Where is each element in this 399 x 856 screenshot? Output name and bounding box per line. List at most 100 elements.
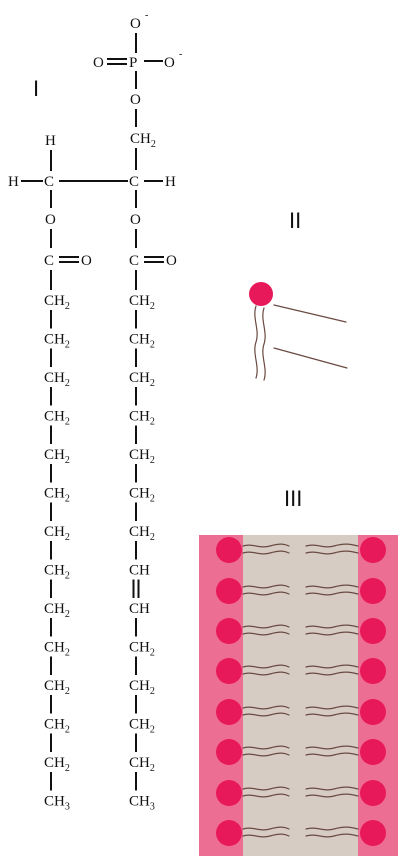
bilayer-tail-right [305, 833, 359, 838]
carbonyl-oxygen-right: O [166, 253, 177, 269]
bilayer-head-left [216, 618, 242, 644]
chain-right-group: CH2 [129, 524, 155, 543]
phosphate-ester-oxygen: O [130, 92, 141, 108]
chain-right-group: CH2 [129, 332, 155, 351]
bilayer-tail-left [242, 786, 290, 791]
chain-left-group: CH2 [44, 409, 70, 428]
bilayer-head-left [216, 578, 242, 604]
bilayer-head-right [360, 537, 386, 563]
bilayer-tail-right [305, 712, 359, 717]
bilayer-tail-left [242, 671, 290, 676]
bilayer-tail-left [242, 624, 290, 629]
carbonyl-carbon-right: C [129, 253, 139, 269]
phosphate-top-charge: - [145, 10, 148, 21]
bilayer-tail-right [305, 752, 359, 757]
bilayer-tail-left [242, 705, 290, 710]
bilayer-tail-right [305, 793, 359, 798]
chain-left-group: CH2 [44, 370, 70, 389]
model-tail-line-lower [273, 347, 348, 369]
glycerol-backbone: CH2 H H C C H O O [8, 131, 176, 248]
chain-left-group: CH2 [44, 755, 70, 774]
bilayer-head-left [216, 780, 242, 806]
carbonyl-groups: C O C O [44, 253, 177, 269]
bilayer-head-right [360, 658, 386, 684]
chain-left-group: CH2 [44, 601, 70, 620]
bilayer-tail-right [305, 705, 359, 710]
label-molecule-model: II [289, 208, 301, 233]
bilayer-tail-left [242, 712, 290, 717]
bilayer-head-right [360, 699, 386, 725]
carbonyl-oxygen-left: O [81, 253, 92, 269]
bilayer-head-left [216, 739, 242, 765]
phosphate-top-oxygen: O [130, 16, 141, 32]
chain-right-group: CH2 [129, 409, 155, 428]
ester-oxygen-left: O [45, 212, 56, 228]
chain-right-group: CH2 [129, 678, 155, 697]
glycerol-right-hydrogen: H [165, 174, 176, 190]
bilayer-tail-right [305, 631, 359, 636]
bilayer-head-left [216, 699, 242, 725]
phosphate-right-charge: - [179, 49, 182, 60]
glycerol-right-carbon: C [129, 174, 139, 190]
chain-left-group: CH2 [44, 447, 70, 466]
bilayer-tail-left [242, 584, 290, 589]
bilayer-tail-right [305, 624, 359, 629]
bilayer-tail-left [242, 833, 290, 838]
bilayer-head-left [216, 537, 242, 563]
glycerol-top-hydrogen: H [45, 133, 56, 149]
bilayer-tail-left [242, 664, 290, 669]
fatty-acid-chain-left: CH2CH2CH2CH2CH2CH2CH2CH2CH2CH2CH2CH2CH2C… [44, 270, 70, 813]
label-structure: I [33, 76, 39, 101]
chain-right-group: CH [129, 601, 150, 617]
bilayer-head-right [360, 578, 386, 604]
chain-left-group: CH2 [44, 563, 70, 582]
bilayer-tail-right [305, 550, 359, 555]
bilayer-tail-right [305, 745, 359, 750]
chain-left-group: CH2 [44, 293, 70, 312]
bilayer-core [243, 535, 358, 856]
glycerol-left-hydrogen: H [8, 174, 19, 190]
bilayer-head-right [360, 820, 386, 846]
bilayer-tail-left [242, 826, 290, 831]
bilayer-tail-right [305, 664, 359, 669]
model-tail-left [254, 305, 258, 379]
phosphate-double-oxygen: O [93, 55, 104, 71]
bilayer-tail-right [305, 671, 359, 676]
bilayer-tail-left [242, 543, 290, 548]
phosphate-group: O - O P O - O [93, 10, 182, 127]
chain-left-group: CH2 [44, 332, 70, 351]
bilayer-tail-left [242, 550, 290, 555]
chain-right-group: CH [129, 563, 150, 579]
bilayer-tail-right [305, 786, 359, 791]
chain-right-group: CH2 [129, 755, 155, 774]
chain-right-group: CH2 [129, 370, 155, 389]
bilayer-head-left [216, 658, 242, 684]
label-bilayer: III [284, 486, 302, 511]
phosphorus-atom: P [129, 55, 137, 71]
bilayer-tail-left [242, 745, 290, 750]
chain-left-group: CH2 [44, 717, 70, 736]
bilayer-tail-left [242, 591, 290, 596]
phospholipid-model [249, 282, 348, 381]
ester-oxygen-right: O [130, 212, 141, 228]
chain-left-group: CH3 [44, 794, 70, 813]
bilayer-head-right [360, 618, 386, 644]
bilayer-tail-left [242, 631, 290, 636]
chain-right-group: CH2 [129, 293, 155, 312]
carbonyl-carbon-left: C [44, 253, 54, 269]
bilayer-tail-right [305, 584, 359, 589]
chain-right-group: CH2 [129, 486, 155, 505]
bilayer-tail-right [305, 826, 359, 831]
chain-left-group: CH2 [44, 524, 70, 543]
chain-right-group: CH3 [129, 794, 155, 813]
chain-left-group: CH2 [44, 640, 70, 659]
bilayer-tail-left [242, 752, 290, 757]
bilayer-head-right [360, 739, 386, 765]
phosphate-right-oxygen: O [164, 55, 175, 71]
chain-right-group: CH2 [129, 640, 155, 659]
model-tail-right [262, 307, 266, 381]
bilayer-head-right [360, 780, 386, 806]
chain-right-group: CH2 [129, 447, 155, 466]
